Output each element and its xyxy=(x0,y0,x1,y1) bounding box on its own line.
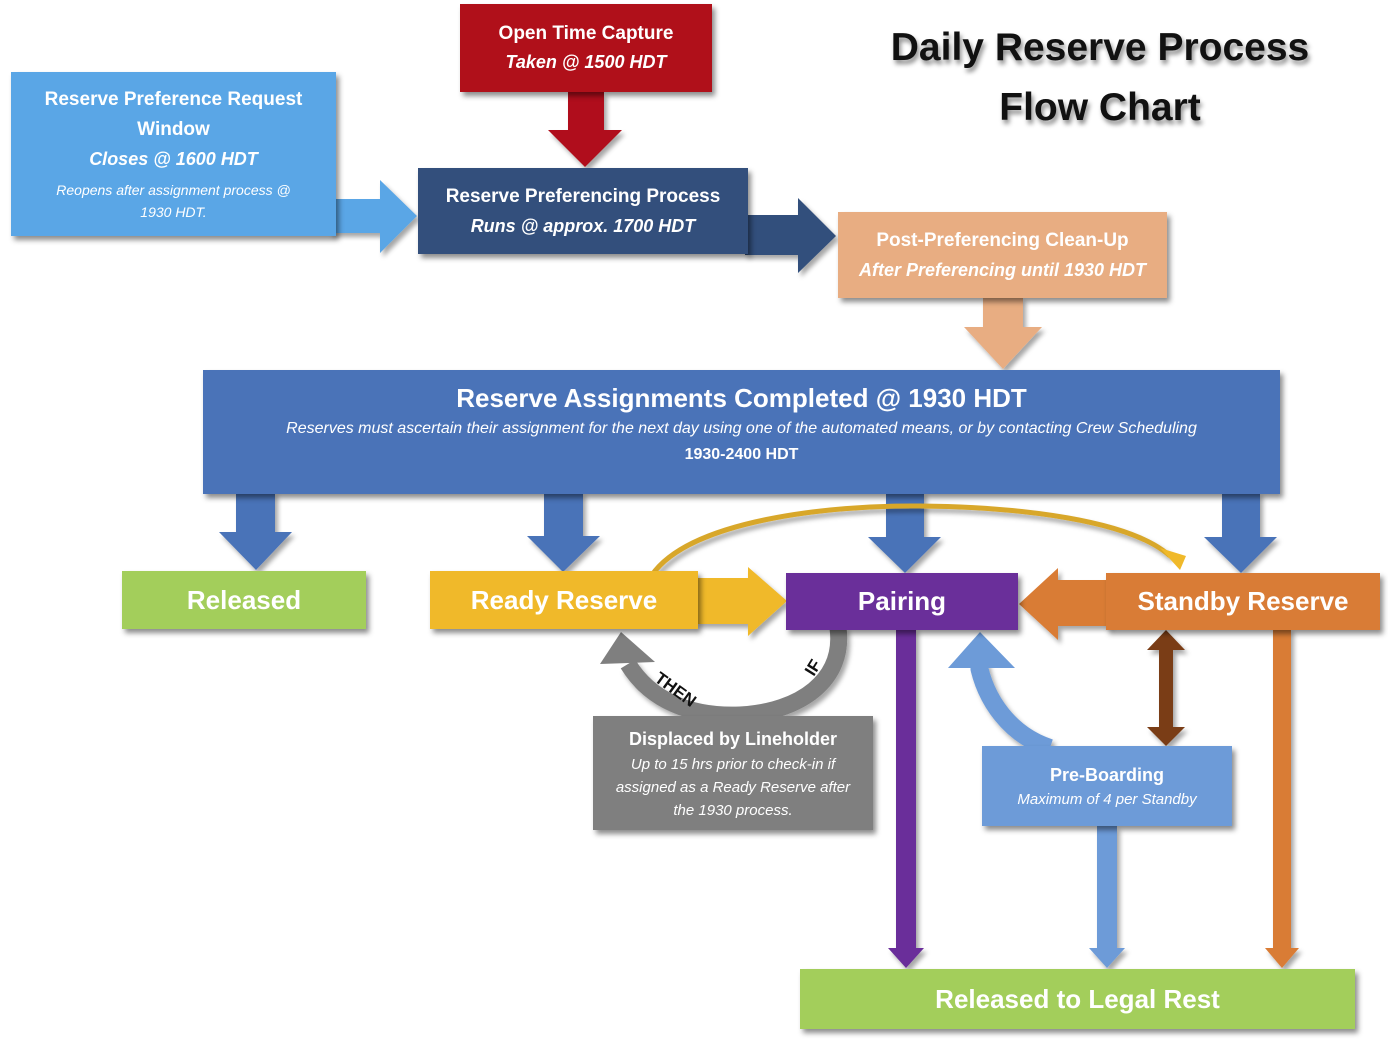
node-pre-boarding-title: Pre-Boarding xyxy=(1049,765,1164,785)
arrow-assignments-to-ready xyxy=(527,492,600,572)
node-post-preferencing-cleanup: Post-Preferencing Clean-Up After Prefere… xyxy=(838,212,1167,298)
arrow-preboarding-to-pairing-head xyxy=(948,632,1015,668)
node-released: Released xyxy=(122,571,366,629)
node-standby-reserve: Standby Reserve xyxy=(1106,573,1380,630)
node-request-window-subtitle: Closes @ 1600 HDT xyxy=(89,149,258,169)
arrow-assignments-to-released xyxy=(219,492,292,570)
node-pre-boarding: Pre-Boarding Maximum of 4 per Standby xyxy=(982,746,1232,826)
node-preferencing-title: Reserve Preferencing Process xyxy=(445,186,721,207)
arrow-standby-to-legal-rest xyxy=(1265,628,1299,968)
arrow-displaced-loop-head xyxy=(600,632,655,664)
node-released-title: Released xyxy=(186,584,302,615)
arrow-request-to-preferencing xyxy=(330,180,417,253)
node-ready-reserve-title: Ready Reserve xyxy=(470,584,658,615)
node-preferencing-subtitle: Runs @ approx. 1700 HDT xyxy=(470,216,696,236)
node-assignments-title: Reserve Assignments Completed @ 1930 HDT xyxy=(456,383,1027,413)
arrow-preboarding-to-legal-rest xyxy=(1089,826,1125,968)
node-preferencing-process: Reserve Preferencing Process Runs @ appr… xyxy=(418,168,748,254)
arrow-standby-preboarding-bidirectional xyxy=(1147,630,1185,746)
node-request-window-title: Reserve Preference Request Window xyxy=(44,89,303,140)
arrow-assignments-to-pairing xyxy=(868,492,941,573)
arrow-assignments-to-standby xyxy=(1204,492,1277,573)
arrow-standby-to-pairing xyxy=(1019,568,1110,640)
node-assignments-note: Reserves must ascertain their assignment… xyxy=(286,420,1197,437)
node-displaced-note: Up to 15 hrs prior to check-in if assign… xyxy=(615,755,851,819)
node-open-time-subtitle: Taken @ 1500 HDT xyxy=(505,52,667,72)
node-open-time-title: Open Time Capture xyxy=(498,23,674,44)
node-cleanup-title: Post-Preferencing Clean-Up xyxy=(876,230,1129,251)
arrow-cleanup-to-assignments xyxy=(964,297,1042,369)
node-displaced-by-lineholder: Displaced by Lineholder Up to 15 hrs pri… xyxy=(593,716,873,830)
chart-title-line2: Flow Chart xyxy=(999,86,1201,129)
node-reserve-assignments: Reserve Assignments Completed @ 1930 HDT… xyxy=(203,370,1280,494)
arrow-opentime-to-preferencing xyxy=(548,92,622,167)
chart-title-line1: Daily Reserve Process xyxy=(890,26,1310,69)
arrow-ready-to-standby-head xyxy=(1160,548,1186,570)
node-legal-rest-title: Released to Legal Rest xyxy=(935,983,1220,1014)
node-ready-reserve: Ready Reserve xyxy=(430,571,698,629)
node-displaced-title: Displaced by Lineholder xyxy=(628,728,838,749)
node-pairing: Pairing xyxy=(786,573,1018,630)
node-assignments-window: 1930-2400 HDT xyxy=(684,446,799,463)
arrow-preferencing-to-cleanup xyxy=(745,198,836,273)
node-request-window-note: Reopens after assignment process @ 1930 … xyxy=(56,182,291,220)
node-pre-boarding-subtitle: Maximum of 4 per Standby xyxy=(1017,791,1197,808)
node-pairing-title: Pairing xyxy=(857,586,947,616)
arrow-ready-to-standby-curve xyxy=(649,503,1172,577)
arrow-displaced-loop xyxy=(620,626,848,724)
arrow-preboarding-to-pairing xyxy=(969,660,1054,757)
node-open-time-capture: Open Time Capture Taken @ 1500 HDT xyxy=(460,4,712,92)
arrow-ready-to-pairing xyxy=(695,567,787,636)
arrow-pairing-to-legal-rest xyxy=(888,628,924,968)
chart-title: Daily Reserve Process Flow Chart xyxy=(870,18,1330,138)
node-request-window: Reserve Preference Request Window Closes… xyxy=(11,72,336,236)
node-cleanup-subtitle: After Preferencing until 1930 HDT xyxy=(858,260,1147,280)
node-released-to-legal-rest: Released to Legal Rest xyxy=(800,969,1355,1029)
node-standby-reserve-title: Standby Reserve xyxy=(1137,586,1349,616)
